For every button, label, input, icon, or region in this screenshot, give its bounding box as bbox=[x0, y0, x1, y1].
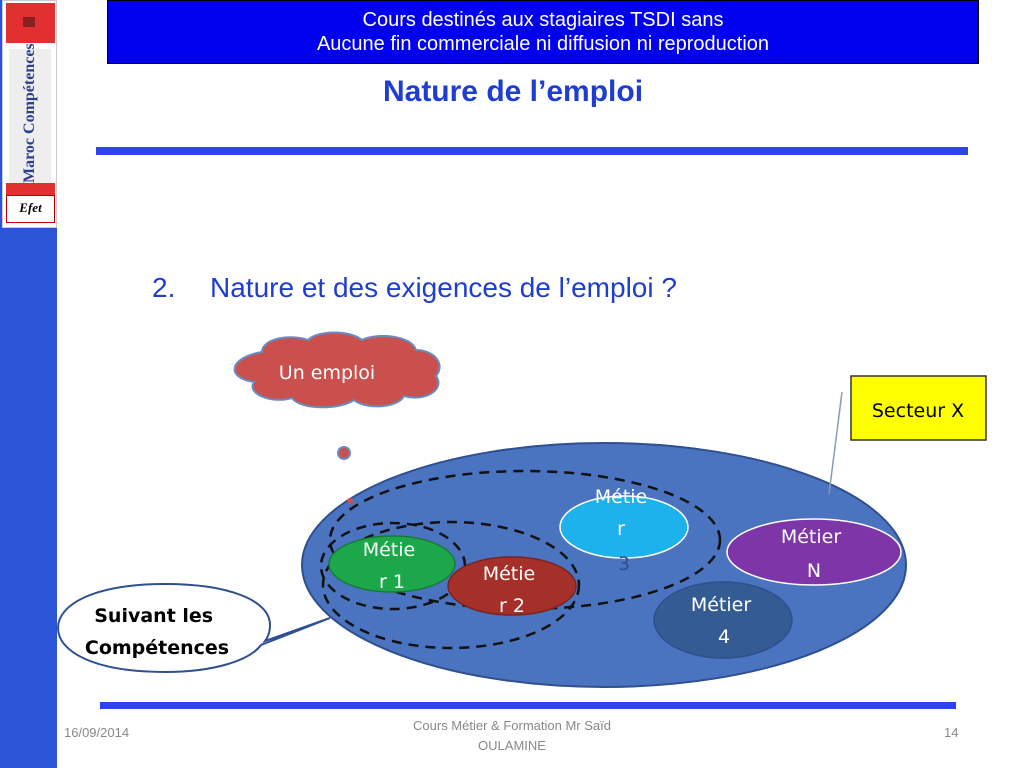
metier-1-label-2: r 1 bbox=[379, 571, 405, 593]
flag-icon bbox=[23, 17, 35, 27]
metier-n-label-1: Métier bbox=[781, 526, 842, 548]
sector-connector bbox=[828, 391, 843, 495]
banner-line-1: Cours destinés aux stagiaires TSDI sans bbox=[362, 9, 724, 31]
metier-3-label-1: Métie bbox=[595, 486, 648, 508]
logo-brand-panel: Maroc Compétences bbox=[9, 43, 51, 187]
logo-red-band-bottom bbox=[6, 183, 55, 195]
svg-text:Métie r 2: Métie r 2 bbox=[483, 563, 542, 617]
callout-line-1: Suivant les bbox=[94, 605, 213, 627]
question: 2. Nature et des exigences de l’emploi ? bbox=[152, 272, 677, 304]
callout-line-2: Compétences bbox=[85, 637, 229, 659]
footer-date: 16/09/2014 bbox=[64, 725, 130, 740]
sector-box bbox=[850, 375, 987, 441]
disclaimer-banner: Cours destinés aux stagiaires TSDI sans … bbox=[107, 0, 979, 64]
metier-n-label-2: N bbox=[807, 560, 821, 582]
logo: Maroc Compétences Efet bbox=[2, 0, 57, 228]
footer-center-line-1: Cours Métier & Formation Mr Saïd bbox=[413, 718, 611, 733]
thought-cloud: Un emploi bbox=[233, 331, 441, 409]
svg-text:Métier 4: Métier 4 bbox=[691, 594, 757, 648]
callout-bubble bbox=[56, 582, 331, 674]
metier-3-label-3: 3 bbox=[618, 553, 630, 575]
title-rule bbox=[96, 147, 968, 155]
metier-2-label-1: Métie bbox=[483, 563, 536, 585]
footer-center: Cours Métier & Formation Mr Saïd OULAMIN… bbox=[380, 716, 644, 756]
question-number: 2. bbox=[152, 272, 176, 303]
metier-2 bbox=[447, 556, 577, 616]
metier-1 bbox=[328, 535, 456, 593]
svg-text:Suivant les Compétences: Suivant les Compétences bbox=[85, 605, 229, 659]
question-text: Nature et des exigences de l’emploi ? bbox=[210, 272, 677, 303]
metier-n bbox=[726, 518, 902, 586]
svg-text:Métie r 1: Métie r 1 bbox=[363, 539, 422, 593]
svg-text:Métie r 3: Métie r 3 bbox=[595, 486, 654, 575]
footer-center-line-2: OULAMINE bbox=[478, 738, 546, 753]
metier-4-label-2: 4 bbox=[718, 626, 730, 648]
dashed-group-medium bbox=[321, 520, 581, 650]
footer-rule bbox=[100, 702, 956, 709]
logo-efet: Efet bbox=[6, 195, 55, 223]
metier-3 bbox=[559, 495, 689, 559]
thought-cloud-label: Un emploi bbox=[279, 362, 375, 384]
cloud-trail-dot-large bbox=[337, 446, 351, 460]
dashed-group-large bbox=[328, 469, 722, 611]
banner-line-2: Aucune fin commerciale ni diffusion ni r… bbox=[316, 33, 770, 55]
metier-2-label-2: r 2 bbox=[499, 595, 525, 617]
sector-box-label: Secteur X bbox=[872, 400, 964, 422]
slide-title: Nature de l’emploi bbox=[382, 75, 644, 108]
metier-1-label-1: Métie bbox=[363, 539, 416, 561]
page-number: 14 bbox=[944, 725, 959, 740]
metier-4 bbox=[653, 581, 793, 659]
metier-4-label-1: Métier bbox=[691, 594, 752, 616]
svg-text:Métier N: Métier N bbox=[781, 526, 847, 582]
metier-3-label-2: r bbox=[617, 518, 625, 540]
cloud-trail-dot-small bbox=[347, 498, 353, 504]
